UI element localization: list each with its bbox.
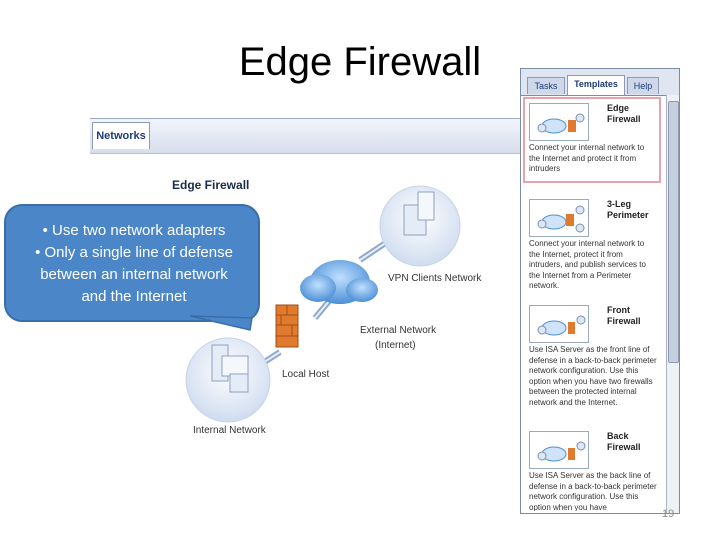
template-name-line: Firewall: [607, 442, 641, 453]
template-description: Connect your internal network to the Int…: [529, 239, 657, 292]
network-diagram-icon: [529, 305, 589, 343]
page-number: 19: [662, 508, 674, 520]
tab-help[interactable]: Help: [627, 77, 659, 94]
network-diagram-icon: [529, 199, 589, 237]
network-diagram-icon: [529, 431, 589, 469]
template-name-line: Firewall: [607, 316, 641, 327]
templates-tabs-bar: Tasks Templates Help: [521, 69, 679, 96]
template-name-line: Front: [607, 305, 641, 316]
template-name-line: Firewall: [607, 114, 641, 125]
template-description: Use ISA Server as the front line of defe…: [529, 345, 657, 408]
scrollbar-thumb[interactable]: [668, 101, 679, 363]
template-description: Use ISA Server as the back line of defen…: [529, 471, 657, 511]
tab-tasks[interactable]: Tasks: [527, 77, 565, 94]
template-description: Connect your internal network to the Int…: [529, 143, 657, 175]
tab-templates[interactable]: Templates: [567, 75, 625, 95]
template-name-line: Edge: [607, 103, 641, 114]
template-name-line: 3-Leg: [607, 199, 649, 210]
templates-scrollbar[interactable]: [666, 95, 679, 513]
network-diagram-icon: [529, 103, 589, 141]
template-name-line: Back: [607, 431, 641, 442]
template-name-line: Perimeter: [607, 210, 649, 221]
